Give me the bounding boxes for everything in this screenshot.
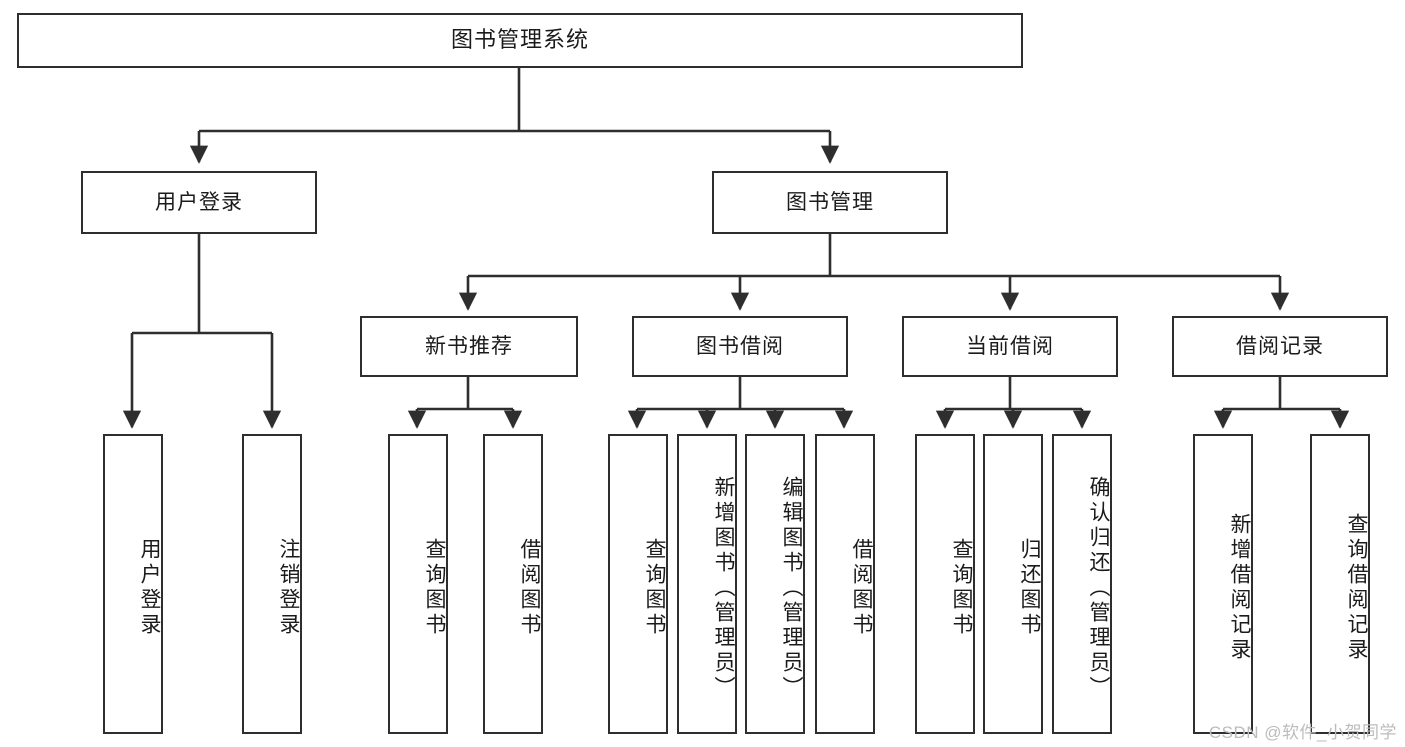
- node-label: 查询图书: [643, 538, 666, 638]
- watermark: CSDN @软件_小贺同学: [1208, 723, 1397, 742]
- node-label: 编辑图书（管理员）: [780, 475, 803, 701]
- node-user-login[interactable]: 用户登录: [81, 171, 317, 234]
- node-label: 图书借阅: [696, 334, 784, 358]
- node-leaf-add-borrow-record[interactable]: 新增借阅记录: [1193, 434, 1253, 734]
- node-label: 归还图书: [1018, 538, 1041, 638]
- node-leaf-return-book[interactable]: 归还图书: [983, 434, 1043, 734]
- node-leaf-edit-book[interactable]: 编辑图书（管理员）: [745, 434, 805, 734]
- node-leaf-confirm-return[interactable]: 确认归还（管理员）: [1052, 434, 1112, 734]
- node-label: 用户登录: [138, 538, 161, 638]
- node-label: 注销登录: [277, 538, 300, 638]
- node-label: 借阅记录: [1236, 334, 1324, 358]
- node-label: 用户登录: [155, 190, 243, 214]
- node-book-management[interactable]: 图书管理: [712, 171, 948, 234]
- node-label: 借阅图书: [518, 538, 541, 638]
- node-label: 借阅图书: [850, 538, 873, 638]
- node-leaf-logout-login[interactable]: 注销登录: [242, 434, 302, 734]
- node-book-borrow[interactable]: 图书借阅: [632, 316, 848, 377]
- node-label: 新增图书（管理员）: [712, 475, 735, 701]
- node-label: 查询借阅记录: [1345, 513, 1368, 663]
- node-label: 图书管理: [786, 190, 874, 214]
- node-label: 查询图书: [423, 538, 446, 638]
- node-leaf-query-book-1[interactable]: 查询图书: [388, 434, 448, 734]
- node-label: 当前借阅: [966, 334, 1054, 358]
- node-label: 新增借阅记录: [1228, 513, 1251, 663]
- node-label: 图书管理系统: [450, 27, 589, 53]
- node-label: 新书推荐: [425, 334, 513, 358]
- node-leaf-borrow-book-2[interactable]: 借阅图书: [815, 434, 875, 734]
- node-leaf-add-book[interactable]: 新增图书（管理员）: [677, 434, 737, 734]
- node-leaf-borrow-book-1[interactable]: 借阅图书: [483, 434, 543, 734]
- node-root-system[interactable]: 图书管理系统: [17, 13, 1023, 68]
- node-borrow-record[interactable]: 借阅记录: [1172, 316, 1388, 377]
- node-leaf-query-book-3[interactable]: 查询图书: [915, 434, 975, 734]
- node-new-book-recommend[interactable]: 新书推荐: [360, 316, 578, 377]
- node-label: 确认归还（管理员）: [1087, 475, 1110, 701]
- node-current-borrow[interactable]: 当前借阅: [902, 316, 1118, 377]
- node-leaf-query-book-2[interactable]: 查询图书: [608, 434, 668, 734]
- node-leaf-user-login[interactable]: 用户登录: [103, 434, 163, 734]
- node-label: 查询图书: [950, 538, 973, 638]
- node-leaf-query-borrow-record[interactable]: 查询借阅记录: [1310, 434, 1370, 734]
